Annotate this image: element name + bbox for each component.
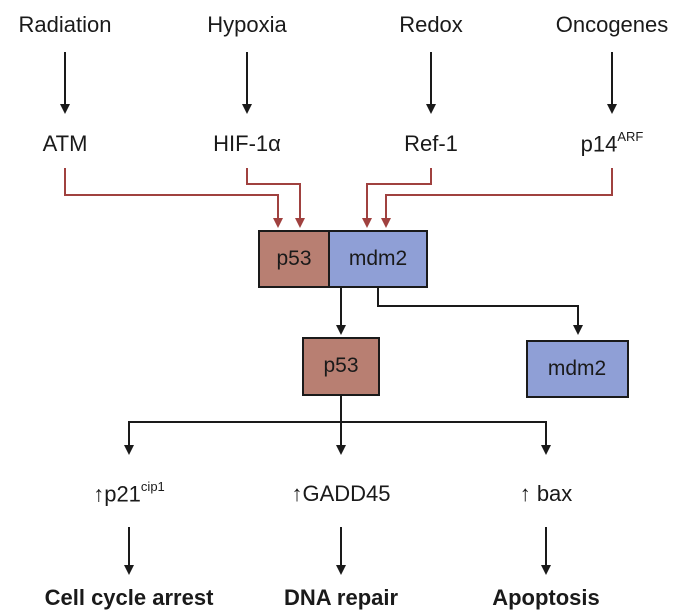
p14-superscript: ARF: [617, 129, 644, 144]
target-gadd45: ↑GADD45: [291, 481, 391, 506]
mediator-p14arf: p14ARF: [580, 129, 644, 157]
outcome-apoptosis: Apoptosis: [492, 585, 600, 610]
p14-main-text: p14: [580, 131, 618, 157]
arrow-p14-complex: [381, 168, 613, 228]
stimulus-oncogenes: Oncogenes: [555, 12, 669, 37]
complex-p53-label: p53: [276, 247, 312, 270]
target-bax: ↑ bax: [519, 481, 573, 506]
arrow-ref1-complex: [362, 168, 432, 228]
hif-alpha-symbol: α: [268, 131, 281, 156]
target-p21: ↑p21cip1: [93, 479, 165, 507]
outcome-cell-cycle-arrest: Cell cycle arrest: [44, 585, 214, 610]
free-mdm2-label: mdm2: [547, 357, 607, 380]
p21-superscript: cip1: [140, 479, 165, 494]
outcome-dna-repair: DNA repair: [283, 585, 399, 610]
arrow-atm-complex: [64, 168, 283, 228]
arrow-hif-complex: [246, 168, 305, 228]
mediator-atm: ATM: [42, 131, 88, 156]
free-p53-label: p53: [323, 354, 359, 377]
mediator-ref1: Ref-1: [404, 131, 458, 156]
complex-mdm2-label: mdm2: [348, 247, 408, 270]
free-p53-box: [302, 337, 380, 396]
stimulus-hypoxia: Hypoxia: [207, 12, 287, 37]
arrow-complex-mdm2: [377, 287, 583, 335]
stimulus-radiation: Radiation: [18, 12, 112, 37]
stimulus-redox: Redox: [399, 12, 463, 37]
hif-main-text: HIF-1: [213, 131, 269, 156]
mediator-hif1a: HIF-1α: [213, 131, 281, 157]
free-mdm2-box: [526, 340, 629, 398]
p21-main-text: ↑p21: [93, 481, 141, 507]
